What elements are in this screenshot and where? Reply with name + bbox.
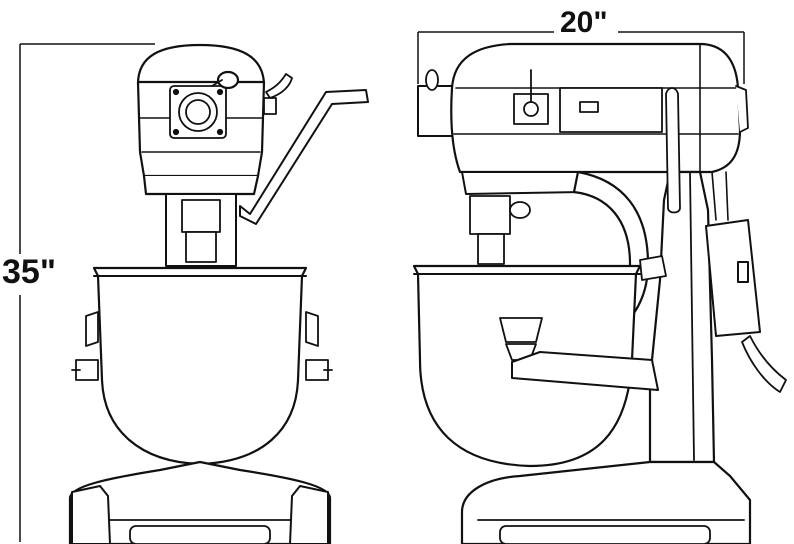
side-electrical-box [706,172,760,336]
side-base [462,462,750,544]
width-dimension-line [418,32,744,84]
front-lever-grip [266,74,292,98]
side-nameplate [560,88,662,132]
front-bowl-clamp-left [72,312,98,380]
width-dimension-label: 20" [556,8,612,38]
height-dimension-line [20,44,155,542]
front-view [70,45,368,544]
front-speed-knob [170,72,238,138]
side-speed-control [514,70,548,124]
front-bowl-lift-handle [240,90,368,224]
front-bowl [94,268,306,464]
front-bowl-clamp-right [306,312,332,380]
side-power-cord [742,336,786,392]
side-view [414,44,786,544]
side-bowl-support [512,352,658,390]
side-lift-lever [666,88,680,213]
height-dimension-label: 35" [2,253,56,291]
side-planetary-shaft [470,196,530,264]
